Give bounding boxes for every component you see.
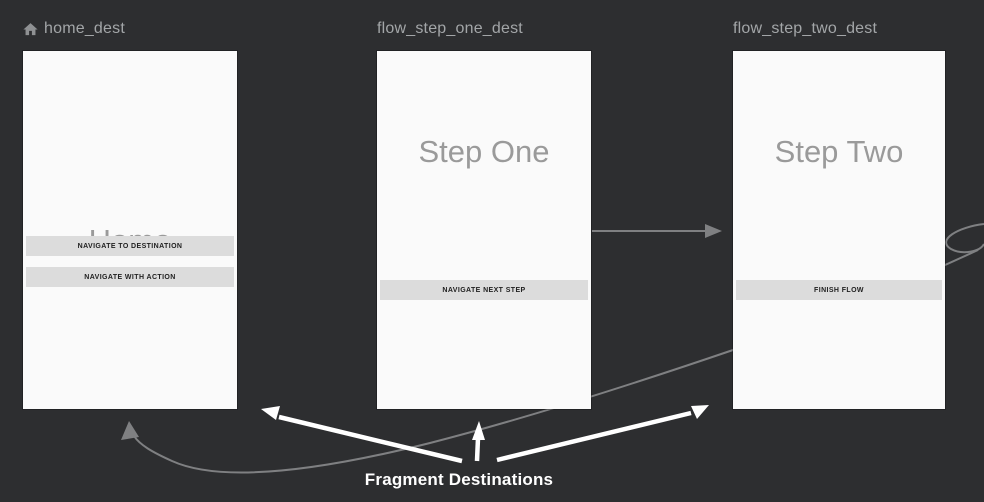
destination-card-home[interactable]: Home NAVIGATE TO DESTINATION NAVIGATE WI…: [23, 51, 237, 409]
home-icon: [22, 21, 39, 38]
arrowhead-icon: [121, 421, 139, 440]
preview-button-finish-flow: FINISH FLOW: [736, 280, 942, 300]
destination-label-step-two[interactable]: flow_step_two_dest: [733, 20, 877, 38]
annotation-label: Fragment Destinations: [364, 470, 554, 489]
arrowhead-icon: [705, 224, 722, 238]
preview-button-navigate-next-step: NAVIGATE NEXT STEP: [380, 280, 588, 300]
destination-label-text: home_dest: [44, 20, 125, 37]
destination-label-text: flow_step_two_dest: [733, 20, 878, 37]
destination-label-home[interactable]: home_dest: [22, 20, 125, 38]
preview-button-navigate-with-action: NAVIGATE WITH ACTION: [26, 267, 234, 287]
destination-card-step-two[interactable]: Step Two FINISH FLOW: [733, 51, 945, 409]
fragment-title: Step One: [418, 134, 550, 169]
destination-label-step-one[interactable]: flow_step_one_dest: [377, 20, 523, 38]
fragment-title: Step Two: [774, 134, 904, 169]
preview-button-navigate-to-destination: NAVIGATE TO DESTINATION: [26, 236, 234, 256]
destination-label-text: flow_step_one_dest: [377, 20, 523, 37]
action-step-one-to-step-two[interactable]: [592, 224, 722, 238]
destination-card-step-one[interactable]: Step One NAVIGATE NEXT STEP: [377, 51, 591, 409]
